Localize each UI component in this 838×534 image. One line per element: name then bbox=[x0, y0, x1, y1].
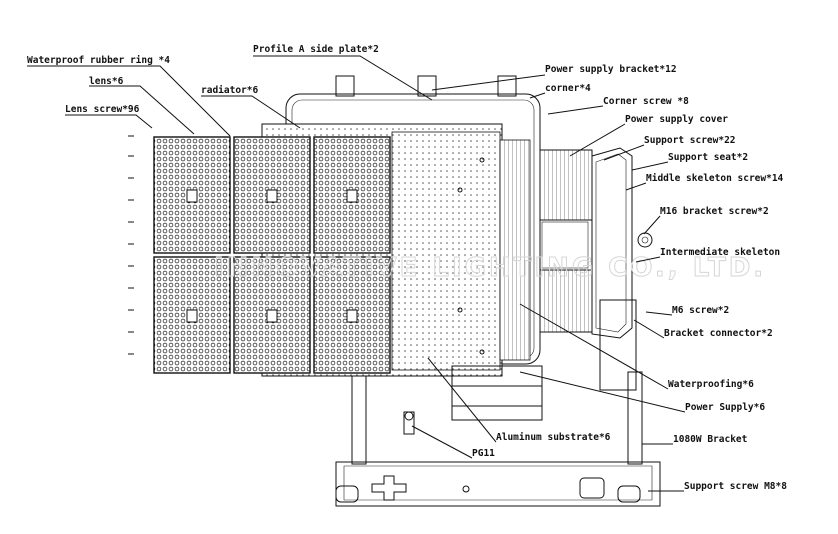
label-corner: corner*4 bbox=[545, 83, 591, 94]
label-ps-cover: Power supply cover bbox=[625, 114, 728, 125]
label-intermediate: Intermediate skeleton bbox=[660, 247, 780, 258]
labels: Waterproof rubber ring *4 lens*6 Lens sc… bbox=[27, 44, 787, 492]
label-support-seat: Support seat*2 bbox=[668, 152, 748, 163]
label-support-screw: Support screw*22 bbox=[644, 135, 736, 146]
lens-screws bbox=[128, 135, 134, 355]
label-bracket: 1080W Bracket bbox=[673, 434, 747, 445]
bracket-1080w bbox=[335, 299, 661, 507]
label-lens: lens*6 bbox=[89, 76, 124, 87]
intermediate-skeleton bbox=[591, 147, 653, 339]
lens-modules bbox=[153, 136, 391, 374]
label-m6-screw: M6 screw*2 bbox=[672, 305, 729, 316]
label-profile-plate: Profile A side plate*2 bbox=[253, 44, 379, 55]
label-waterproof-ring: Waterproof rubber ring *4 bbox=[27, 55, 170, 66]
pg11-gland bbox=[403, 411, 415, 435]
label-power-supply: Power Supply*6 bbox=[685, 402, 765, 413]
watermark: INNOVATIVE LIGHTING CO., LTD. bbox=[214, 253, 766, 283]
label-middle-screw: Middle skeleton screw*14 bbox=[646, 173, 784, 184]
leader-lines bbox=[27, 55, 686, 492]
label-aluminum: Aluminum substrate*6 bbox=[496, 432, 611, 443]
label-radiator: radiator*6 bbox=[201, 85, 258, 96]
label-m16-screw: M16 bracket screw*2 bbox=[660, 206, 769, 217]
label-pg11: PG11 bbox=[472, 448, 495, 459]
power-supply-boxes bbox=[451, 365, 543, 421]
label-ps-bracket: Power supply bracket*12 bbox=[545, 64, 677, 75]
label-lens-screw: Lens screw*96 bbox=[65, 104, 140, 115]
label-corner-screw: Corner screw *8 bbox=[603, 96, 689, 107]
label-waterproofing: Waterproofing*6 bbox=[668, 379, 754, 390]
power-supply-cover bbox=[539, 149, 593, 333]
label-bracket-connector: Bracket connector*2 bbox=[664, 328, 773, 339]
label-support-screw-m8: Support screw M8*8 bbox=[684, 481, 787, 492]
